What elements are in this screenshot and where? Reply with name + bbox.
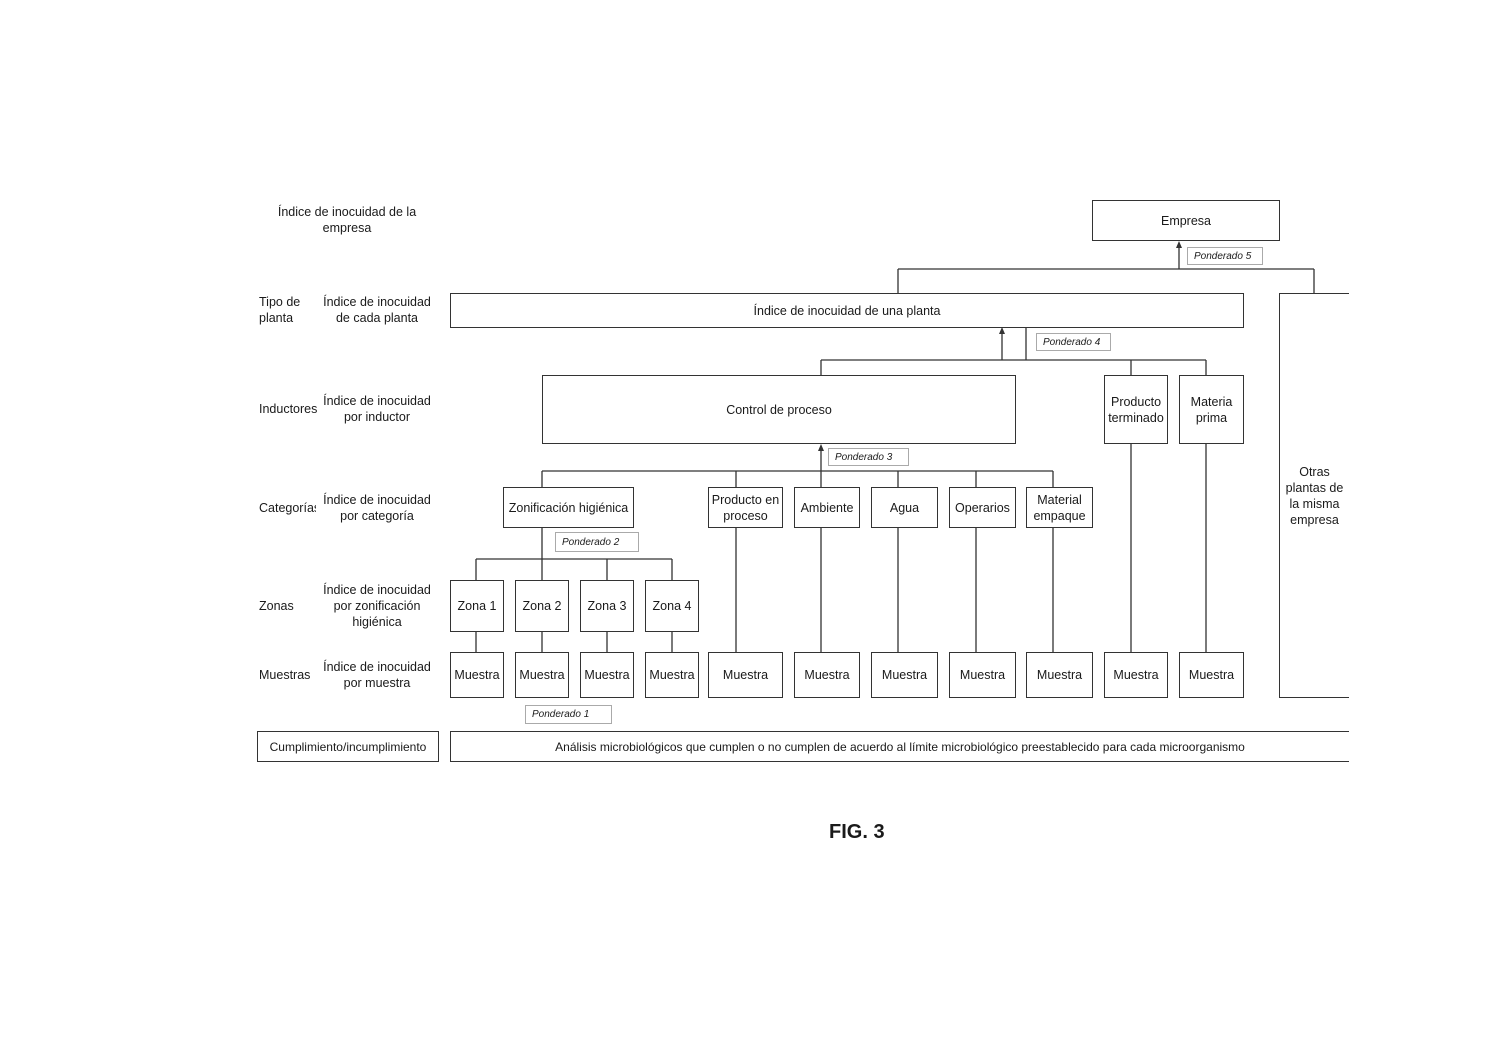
muestra-node: Muestra bbox=[949, 652, 1016, 698]
level-inductores-type: Inductores bbox=[259, 401, 319, 417]
level-muestras-type: Muestras bbox=[259, 667, 319, 683]
level-categoria-index: Índice de inocuidad por categoría bbox=[318, 492, 436, 524]
otras-plantas-node: Otras plantas de la misma empresa bbox=[1279, 293, 1349, 698]
muestra-node: Muestra bbox=[794, 652, 860, 698]
level-inductores-index: Índice de inocuidad por inductor bbox=[318, 393, 436, 425]
level-planta-index: Índice de inocuidad de cada planta bbox=[318, 294, 436, 326]
control-proceso-node: Control de proceso bbox=[542, 375, 1016, 444]
level-planta-type: Tipo de planta bbox=[259, 294, 315, 326]
level-empresa-label: Índice de inocuidad de la empresa bbox=[268, 204, 426, 236]
planta-node: Índice de inocuidad de una planta bbox=[450, 293, 1244, 328]
muestra-node: Muestra bbox=[1026, 652, 1093, 698]
level-categoria-type: Categorías bbox=[259, 500, 316, 516]
muestra-node: Muestra bbox=[450, 652, 504, 698]
zonificacion-higienica-node: Zonificación higiénica bbox=[503, 487, 634, 528]
analisis-box: Análisis microbiológicos que cumplen o n… bbox=[450, 731, 1349, 762]
muestra-node: Muestra bbox=[708, 652, 783, 698]
muestra-node: Muestra bbox=[1104, 652, 1168, 698]
zona-2-node: Zona 2 bbox=[515, 580, 569, 632]
materia-prima-node: Materia prima bbox=[1179, 375, 1244, 444]
cumplimiento-box: Cumplimiento/incumplimiento bbox=[257, 731, 439, 762]
ponderado-4-tag: Ponderado 4 bbox=[1036, 333, 1111, 351]
ponderado-3-tag: Ponderado 3 bbox=[828, 448, 909, 466]
figure-label: FIG. 3 bbox=[829, 821, 885, 844]
zona-4-node: Zona 4 bbox=[645, 580, 699, 632]
producto-en-proceso-node: Producto en proceso bbox=[708, 487, 783, 528]
empresa-node: Empresa bbox=[1092, 200, 1280, 241]
agua-node: Agua bbox=[871, 487, 938, 528]
operarios-node: Operarios bbox=[949, 487, 1016, 528]
muestra-node: Muestra bbox=[645, 652, 699, 698]
level-muestras-index: Índice de inocuidad por muestra bbox=[318, 659, 436, 691]
level-zonas-index: Índice de inocuidad por zonificación hig… bbox=[318, 582, 436, 630]
zona-3-node: Zona 3 bbox=[580, 580, 634, 632]
material-empaque-node: Material empaque bbox=[1026, 487, 1093, 528]
ponderado-5-tag: Ponderado 5 bbox=[1187, 247, 1263, 265]
muestra-node: Muestra bbox=[871, 652, 938, 698]
zona-1-node: Zona 1 bbox=[450, 580, 504, 632]
muestra-node: Muestra bbox=[515, 652, 569, 698]
ambiente-node: Ambiente bbox=[794, 487, 860, 528]
producto-terminado-node: Producto terminado bbox=[1104, 375, 1168, 444]
ponderado-1-tag: Ponderado 1 bbox=[525, 705, 612, 724]
muestra-node: Muestra bbox=[580, 652, 634, 698]
level-zonas-type: Zonas bbox=[259, 598, 315, 614]
ponderado-2-tag: Ponderado 2 bbox=[555, 532, 639, 552]
muestra-node: Muestra bbox=[1179, 652, 1244, 698]
